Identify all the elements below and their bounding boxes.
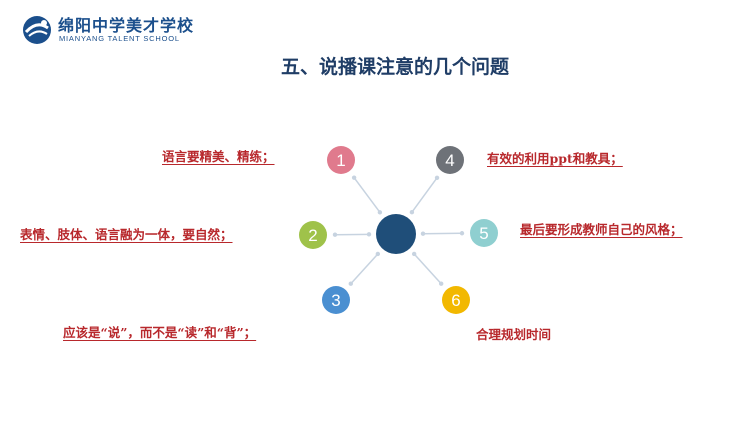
node-6: 6 [442,286,470,314]
spokes [332,175,465,286]
spoke-5-dot-2 [459,231,465,236]
spoke-4-dot-1 [409,209,415,215]
node-4-number: 4 [445,151,454,170]
spoke-2-dot-1 [366,232,372,237]
node-5-number: 5 [479,224,488,243]
node-6-circle [442,286,470,314]
node-5-circle [470,219,498,247]
node-5: 5 [470,219,498,247]
node-6-number: 6 [451,291,460,310]
spoke-4-dot-2 [434,175,440,180]
spoke-6 [413,253,442,285]
spoke-1-dot-1 [377,210,383,215]
spoke-6-dot-1 [411,251,417,257]
hub-circle [376,214,416,254]
spoke-5-dot-1 [420,231,426,236]
item-1-label: 语言要精美、精练； [162,149,275,164]
node-3: 3 [322,286,350,314]
spoke-3-dot-2 [348,281,353,286]
node-1-number: 1 [336,151,345,170]
node-3-number: 3 [331,291,340,310]
node-2-circle [299,221,327,249]
node-3-circle [322,286,350,314]
node-1-circle [327,146,355,174]
node-4: 4 [436,146,464,174]
spoke-6-dot-2 [439,281,444,286]
node-2-number: 2 [308,226,317,245]
spoke-3-dot-1 [375,251,381,257]
slide-title: 五、说播课注意的几个问题 [280,56,509,78]
node-1: 1 [327,146,355,174]
item-4-label: 有效的利用ppt和教具； [487,151,623,166]
spoke-1 [353,177,381,213]
spoke-3 [350,253,379,285]
node-2: 2 [299,221,327,249]
item-3-label: 应该是“说”，而不是“读”和“背”； [63,325,257,340]
item-5-label: 最后要形成教师自己的风格； [520,222,683,237]
node-4-circle [436,146,464,174]
school-name-cn: 绵阳中学美才学校 [58,16,195,35]
item-2-label: 表情、肢体、语言融为一体，要自然； [20,227,233,242]
spoke-1-dot-2 [351,175,357,180]
nodes: 1 2 3 4 5 6 [299,146,498,314]
school-logo: 绵阳中学美才学校 MIANYANG TALENT SCHOOL [20,10,193,50]
item-6-label: 合理规划时间 [476,327,552,342]
spoke-4 [411,177,438,213]
school-name-en: MIANYANG TALENT SCHOOL [59,34,180,43]
school-emblem-icon [23,16,51,44]
spoke-2-dot-2 [332,232,338,237]
